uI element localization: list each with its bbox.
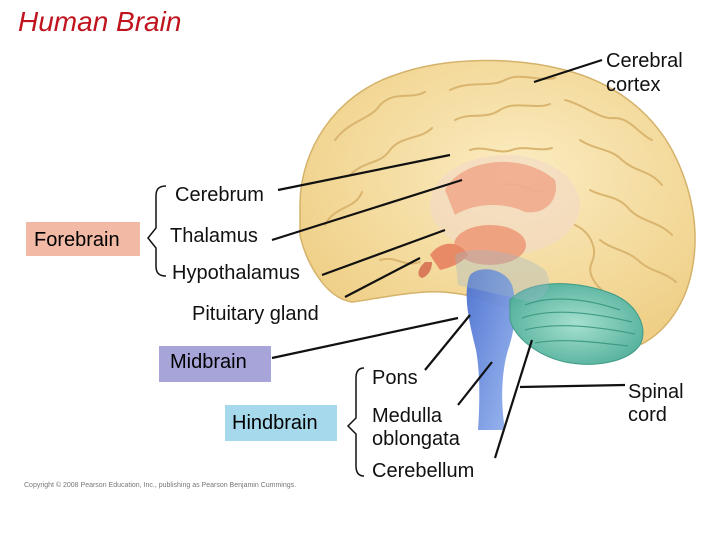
label-hypothalamus: Hypothalamus [172,262,300,284]
hindbrain-group-label: Hindbrain [225,405,337,441]
forebrain-bracket [147,185,167,277]
corpus-callosum [445,161,556,215]
copyright-notice: Copyright © 2008 Pearson Education, Inc.… [24,482,297,489]
label-pituitary-gland: Pituitary gland [192,303,319,325]
pituitary-shape [418,262,432,278]
label-cerebellum: Cerebellum [372,460,475,482]
brainstem-shape [466,269,516,430]
label-thalamus: Thalamus [170,225,258,247]
hypothalamus-shape [430,243,468,270]
label-cerebral-cortex-1: Cerebral [606,50,683,72]
label-medulla-1: Medulla [372,405,443,427]
forebrain-group-label: Forebrain [26,222,140,256]
label-cerebral-cortex-2: cortex [606,74,661,96]
label-spinal-cord-2: cord [628,404,667,426]
hindbrain-bracket [346,367,365,477]
label-medulla-2: oblongata [372,428,460,450]
label-spinal-cord-1: Spinal [628,381,684,403]
label-cerebrum: Cerebrum [175,184,264,206]
page-title: Human Brain [18,6,182,37]
cerebellum-folia [521,298,636,347]
leader-lines [271,58,626,459]
label-pons: Pons [372,367,418,389]
thalamus-shape [454,225,526,265]
midbrain-overlay [455,250,550,302]
midbrain-group-label: Midbrain [159,346,271,382]
